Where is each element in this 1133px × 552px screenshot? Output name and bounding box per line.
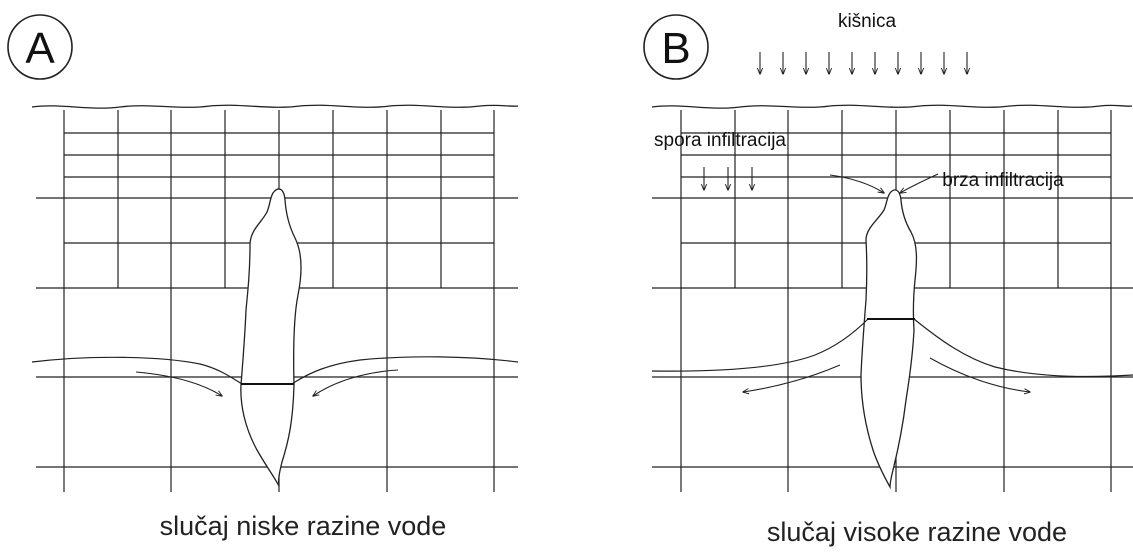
slow-infiltration-arrows — [704, 167, 752, 190]
panel-b-caption: slučaj visoke razine vode — [767, 517, 1067, 547]
panel-a-water-table-right — [291, 356, 519, 385]
panel-a-ground-surface — [31, 104, 519, 109]
panel-a-flow-arrow-left — [135, 371, 222, 396]
panel-b-conduit — [860, 189, 918, 490]
panel-b-letter: B — [661, 24, 690, 73]
panel-a-flow-arrow-right — [313, 369, 399, 396]
fast-infiltration-arrows — [829, 173, 939, 193]
panel-b-ground-surface — [651, 104, 1133, 109]
panel-a-caption: slučaj niske razine vode — [160, 511, 447, 541]
rain-arrows — [760, 52, 967, 74]
fast-arrow-right — [900, 173, 939, 193]
panel-b-water-table-right — [913, 318, 1133, 378]
panel-a: A — [7, 14, 519, 541]
panel-b-flow-arrow-right — [929, 357, 1030, 392]
fast-arrow-left — [829, 174, 884, 193]
panel-b-badge: B — [643, 14, 709, 80]
panel-b: B kišnica — [643, 11, 1133, 547]
slow-infiltration-label: spora infiltracija — [654, 130, 786, 151]
panel-a-badge: A — [7, 14, 73, 80]
panel-a-letter: A — [25, 24, 55, 73]
fast-infiltration-label: brza infiltracija — [942, 170, 1064, 191]
panel-a-circle — [7, 14, 73, 80]
panel-a-conduit — [240, 188, 302, 487]
panel-b-circle — [643, 14, 709, 80]
panel-b-flow-arrow-left — [743, 364, 841, 392]
rain-label: kišnica — [838, 11, 897, 32]
panel-a-water-table-left — [31, 356, 243, 385]
panel-b-water-table-left — [651, 318, 869, 372]
